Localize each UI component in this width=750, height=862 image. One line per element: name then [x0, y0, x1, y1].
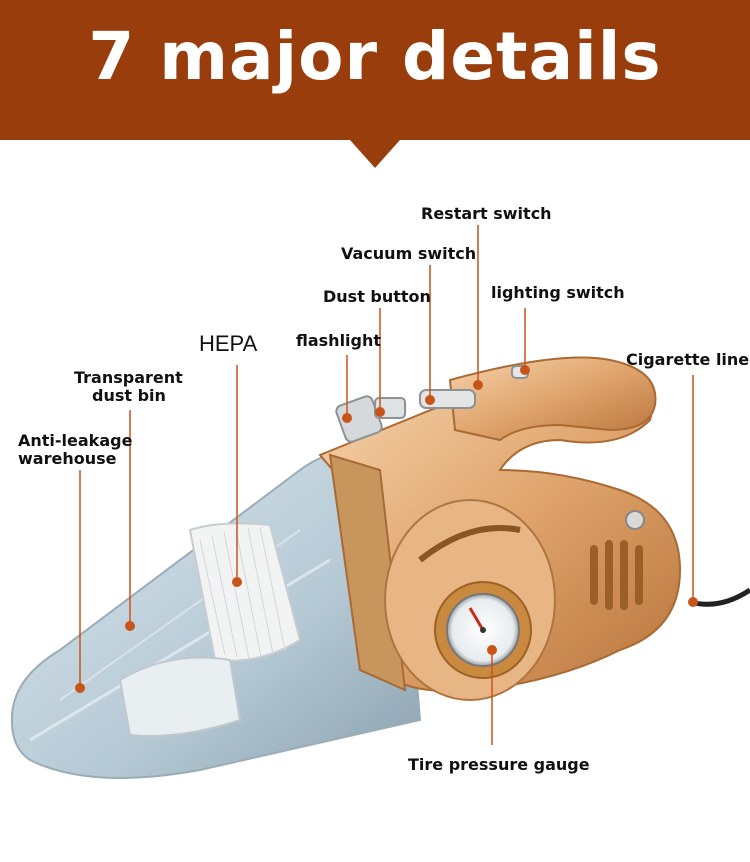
- label-tire-pressure-gauge: Tire pressure gauge: [408, 755, 590, 774]
- label-flashlight: flashlight: [296, 331, 382, 350]
- callout-leaders: [75, 225, 698, 745]
- label-anti-leakage-line2: warehouse: [18, 449, 117, 468]
- label-hepa: HEPA: [199, 331, 258, 356]
- page-title: 7 major details: [88, 18, 662, 95]
- label-dust-button: Dust button: [323, 287, 431, 306]
- label-transparent-dust-bin-line1: Transparent: [74, 368, 183, 387]
- hepa-filter: [118, 522, 302, 737]
- label-vacuum-switch: Vacuum switch: [341, 244, 477, 263]
- header-banner: [0, 0, 750, 168]
- label-cigarette-line: Cigarette line: [626, 350, 750, 369]
- label-restart-switch: Restart switch: [421, 204, 552, 223]
- label-lighting-switch: lighting switch: [491, 283, 625, 302]
- label-transparent-dust-bin-line2: dust bin: [92, 386, 166, 405]
- tire-pressure-gauge: [434, 581, 532, 679]
- label-anti-leakage-line1: Anti-leakage: [18, 431, 133, 450]
